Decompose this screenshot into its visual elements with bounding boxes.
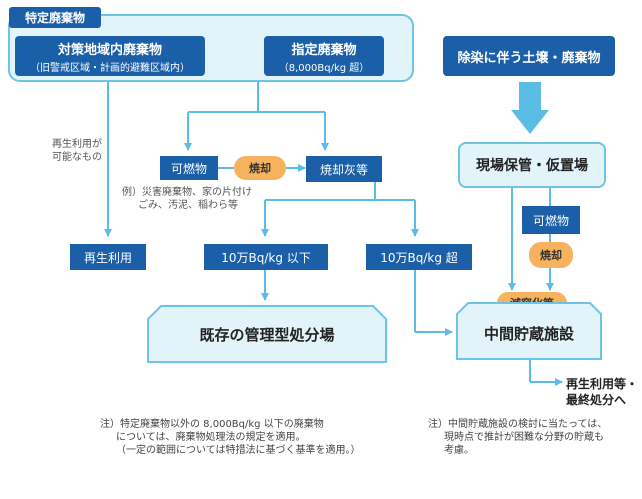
- final-disposal-text: 再生利用等・ 最終処分へ: [566, 377, 639, 407]
- incineration-pill-right: 焼却: [529, 242, 573, 268]
- interim-storage-shape: [456, 302, 602, 360]
- onsite-storage-box: 現場保管・仮置場: [458, 142, 606, 188]
- note-left: 注）特定廃棄物以外の 8,000Bq/kg 以下の廃棄物 については、廃棄物処理…: [100, 419, 361, 456]
- existing-disposal-site-shape: [147, 305, 387, 363]
- recycle-box: 再生利用: [70, 244, 146, 270]
- combustibles-box-right: 可燃物: [522, 206, 580, 234]
- countermeasure-area-waste-title: 対策地域内廃棄物: [57, 42, 162, 58]
- note-right: 注）中間貯蔵施設の検討に当たっては、 現時点で推計が困難な分野の貯蔵も 考慮。: [428, 419, 608, 456]
- designated-waste-sub: （8,000Bq/kg 超）: [278, 62, 370, 74]
- example-note: 例）災害廃棄物、家の片付け ごみ、汚泥、稲わら等: [122, 187, 252, 211]
- countermeasure-area-waste-box: 対策地域内廃棄物 （旧警戒区域・計画的避難区域内）: [15, 36, 205, 76]
- existing-disposal-site-label: 既存の管理型処分場: [199, 325, 335, 344]
- incineration-pill-left: 焼却: [234, 156, 286, 180]
- recyclable-note: 再生利用が 可能なもの: [52, 139, 102, 163]
- combustibles-box-left: 可燃物: [160, 156, 218, 180]
- over-100k-box: 10万Bq/kg 超: [366, 244, 472, 270]
- countermeasure-area-waste-sub: （旧警戒区域・計画的避難区域内）: [30, 62, 190, 74]
- under-100k-box: 10万Bq/kg 以下: [204, 244, 328, 270]
- decontamination-waste-box: 除染に伴う土壌・廃棄物: [443, 36, 615, 76]
- specified-waste-tag: 特定廃棄物: [9, 7, 101, 28]
- interim-storage-label: 中間貯蔵施設: [483, 324, 574, 343]
- designated-waste-box: 指定廃棄物 （8,000Bq/kg 超）: [264, 36, 384, 76]
- incineration-ash-box: 焼却灰等: [306, 156, 382, 182]
- designated-waste-title: 指定廃棄物: [291, 42, 357, 58]
